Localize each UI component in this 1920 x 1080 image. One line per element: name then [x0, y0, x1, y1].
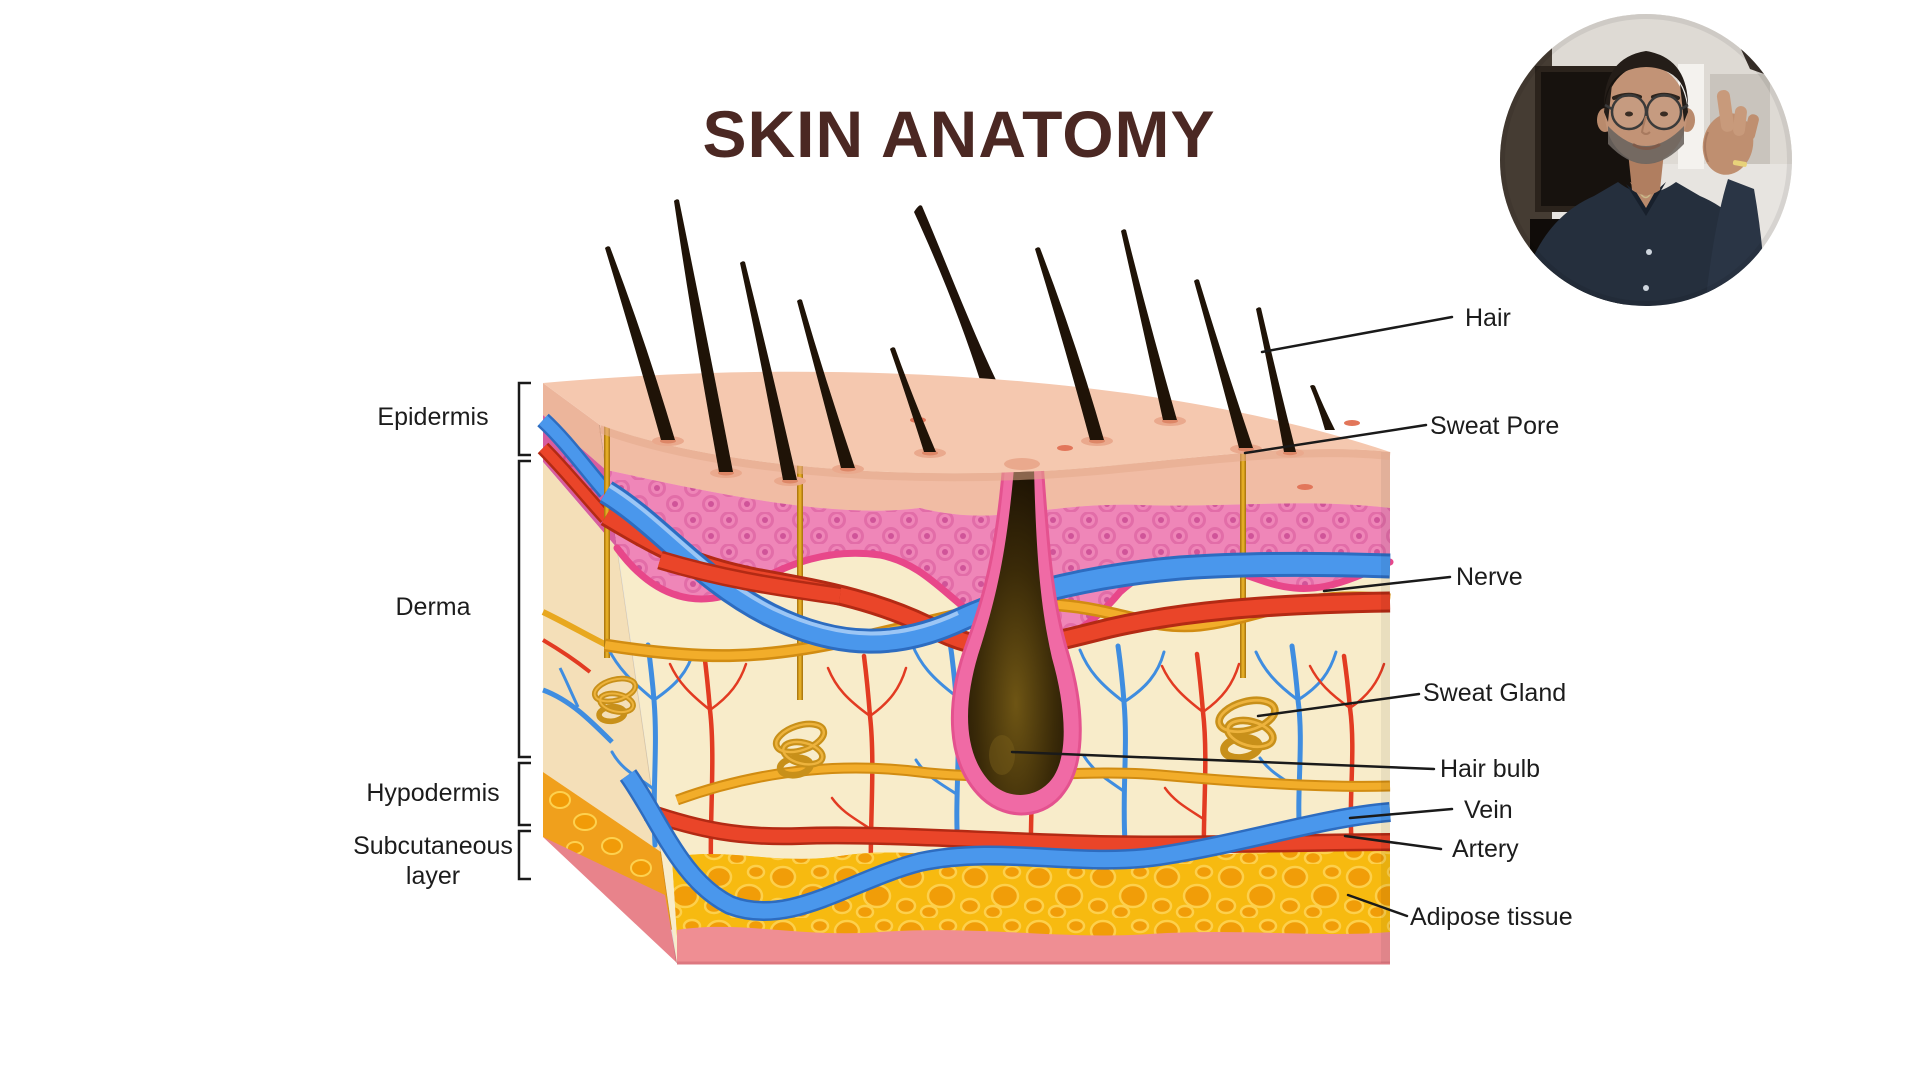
hair: [1603, 51, 1689, 112]
block-front-face: [591, 205, 1394, 965]
label-derma: Derma: [395, 593, 471, 621]
webcam-overlay: [1500, 14, 1792, 306]
raised-hand: [1702, 90, 1759, 175]
label-adipose-tissue: Adipose tissue: [1410, 903, 1573, 931]
bracket-hypodermis: [517, 761, 531, 827]
bracket-subcutaneous: [517, 829, 531, 881]
sweat-gland-graphic: [591, 675, 1279, 779]
bracket-epidermis: [517, 381, 531, 457]
adipose-layer: [672, 848, 1390, 942]
label-artery: Artery: [1452, 835, 1519, 863]
layer-brackets: [517, 381, 531, 881]
skin-pores: [652, 416, 1360, 490]
leader-artery: [1343, 834, 1443, 851]
page-title: SKIN ANATOMY: [702, 97, 1216, 171]
leader-lines: [1010, 315, 1454, 918]
block-top-surface: [543, 199, 1391, 490]
label-sweat-gland: Sweat Gland: [1423, 679, 1567, 707]
leader-sweat-pore: [1243, 423, 1428, 455]
hair-shaft: [914, 205, 1042, 466]
label-sweat-pore: Sweat Pore: [1430, 412, 1560, 440]
label-epidermis: Epidermis: [377, 403, 489, 431]
hair-strands: [605, 199, 1335, 480]
block-left-side-face: [537, 383, 678, 964]
subcutaneous-layer-graphic: [677, 926, 1390, 963]
leader-hair-bulb: [1010, 750, 1436, 771]
label-nerve: Nerve: [1456, 563, 1523, 591]
leader-vein: [1348, 807, 1454, 820]
label-subcutaneous-layer: Subcutaneous layer: [353, 832, 513, 890]
bracket-derma: [517, 459, 531, 759]
leader-adipose: [1346, 893, 1409, 918]
leader-hair: [1260, 315, 1454, 354]
label-hypodermis: Hypodermis: [366, 779, 500, 807]
webcam-portrait: [1500, 14, 1792, 306]
label-hair-bulb: Hair bulb: [1440, 755, 1541, 783]
leader-nerve: [1322, 575, 1452, 593]
leader-sweat-gland: [1256, 692, 1421, 718]
hair-follicle: [914, 205, 1082, 816]
label-vein: Vein: [1464, 796, 1513, 824]
label-hair: Hair: [1465, 304, 1511, 332]
beard: [1608, 126, 1684, 164]
